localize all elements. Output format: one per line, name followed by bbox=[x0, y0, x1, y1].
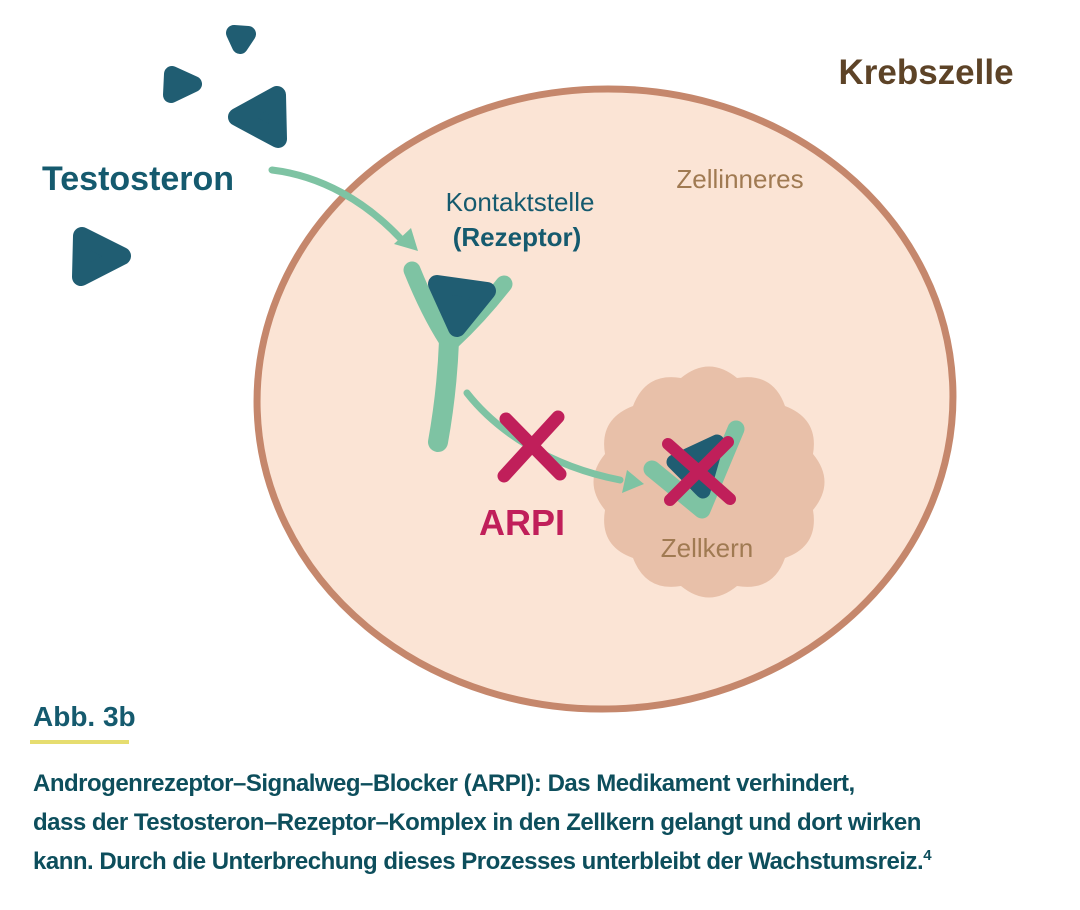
arrowhead-icon bbox=[622, 470, 644, 493]
receptor-complex bbox=[403, 261, 513, 452]
caption-line3: kann. Durch die Unterbrechung dieses Pro… bbox=[33, 847, 932, 875]
testosterone-triangle-icon bbox=[72, 227, 131, 286]
nucleus-block-x-icon bbox=[662, 436, 736, 506]
arrowhead-icon bbox=[394, 228, 418, 251]
x-stroke bbox=[664, 436, 734, 506]
arrow-shaft bbox=[268, 166, 404, 242]
receptor-stem bbox=[428, 331, 459, 452]
receptor-label-line1: Kontaktstelle bbox=[446, 187, 595, 217]
bound-testosterone-triangle-icon bbox=[428, 275, 496, 337]
caption-line2: dass der Testosteron–Rezeptor–Komplex in… bbox=[33, 809, 921, 836]
arpi-label: ARPI bbox=[479, 502, 565, 543]
testosterone-label: Testosteron bbox=[42, 160, 234, 198]
testosterone-triangle-icon bbox=[226, 25, 256, 54]
cell-title: Krebszelle bbox=[838, 53, 1013, 92]
testosterone-triangle-icon bbox=[163, 66, 202, 103]
testosterone-molecules bbox=[72, 25, 287, 286]
caption-rule bbox=[30, 740, 129, 744]
caption-reference-superscript: 4 bbox=[923, 847, 932, 864]
x-stroke bbox=[497, 410, 565, 483]
caption-line3-text: kann. Durch die Unterbrechung dieses Pro… bbox=[33, 848, 923, 875]
blocked-complex-in-nucleus bbox=[643, 420, 745, 519]
testosterone-triangle-icon bbox=[228, 86, 287, 148]
cell-interior-label: Zellinneres bbox=[676, 164, 803, 194]
cancer-cell-membrane bbox=[253, 85, 957, 713]
figure-number-label: Abb. 3b bbox=[33, 701, 136, 732]
receptor-label-line2: (Rezeptor) bbox=[453, 222, 582, 252]
arpi-block-x-icon bbox=[497, 410, 567, 483]
receptor-v-shape bbox=[643, 420, 745, 519]
arrow-testosterone-to-receptor bbox=[268, 166, 418, 251]
caption-line1: Androgenrezeptor–Signalweg–Blocker (ARPI… bbox=[33, 770, 855, 797]
nucleus-label: Zellkern bbox=[661, 533, 753, 563]
